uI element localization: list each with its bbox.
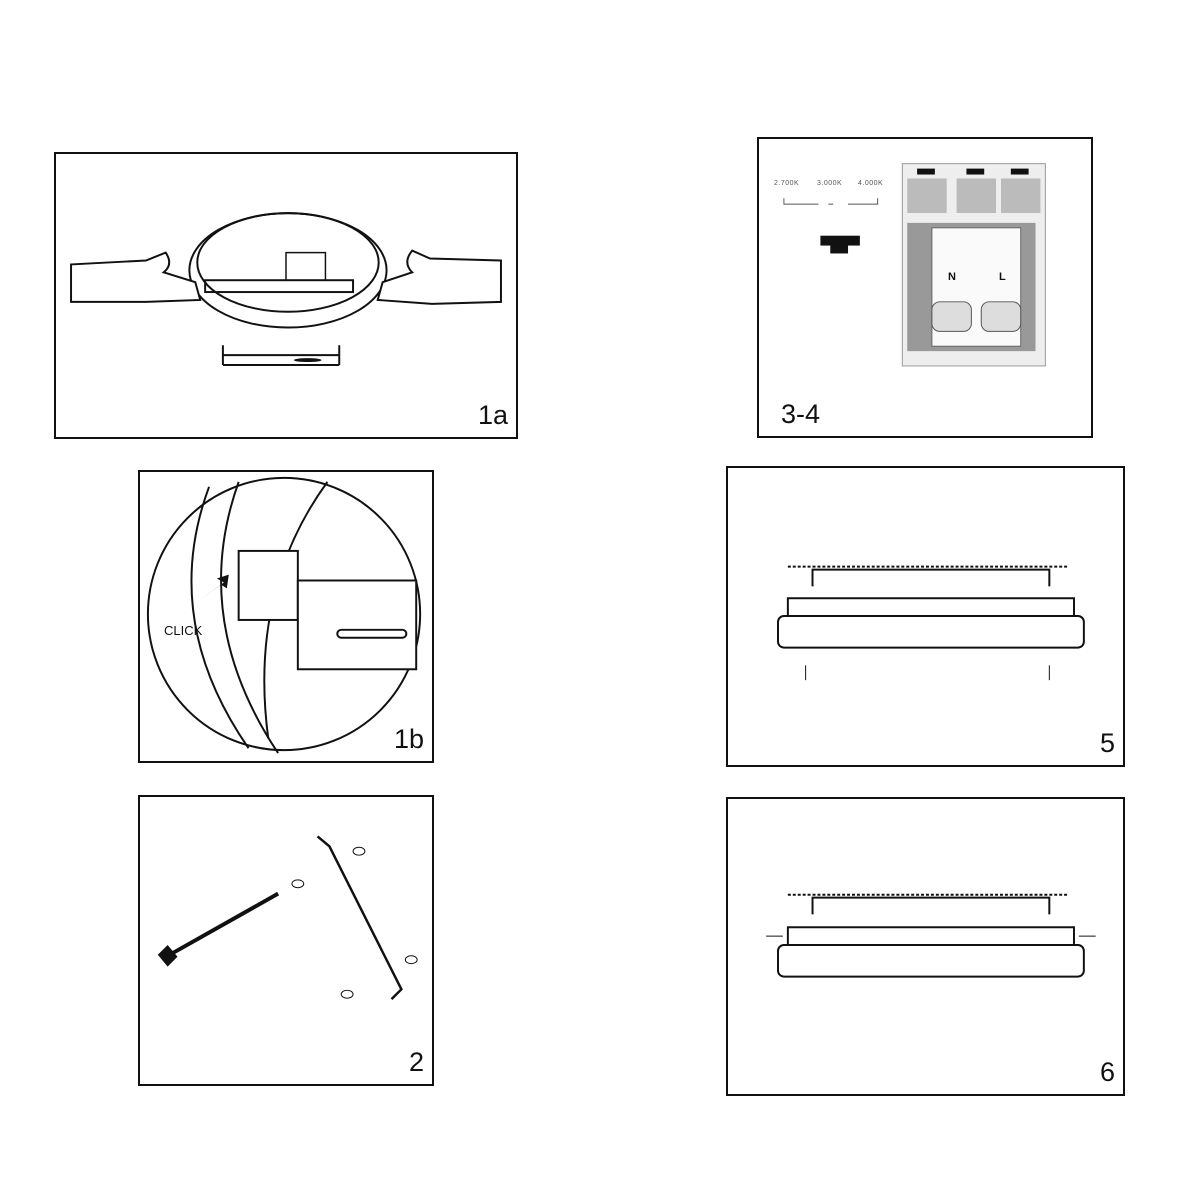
terminal-neutral: N — [948, 271, 956, 283]
remove-diffuser-illustration — [70, 212, 502, 367]
color-temp-3000: 3.000K — [817, 180, 843, 187]
step-label: 2 — [408, 1047, 424, 1077]
step-label: 3-4 — [781, 399, 821, 429]
step-label: 5 — [1099, 728, 1115, 758]
step-3-4-panel: 2.700K 3.000K 4.000K N L 3-4 — [757, 137, 1093, 438]
step-1a-panel: 1a — [54, 152, 518, 439]
click-callout: CLICK — [164, 623, 203, 638]
color-temp-4000: 4.000K — [858, 180, 884, 187]
color-temp-2700: 2.700K — [774, 180, 800, 187]
step-6-panel: 6 — [726, 797, 1125, 1096]
step-2-panel: 2 — [138, 795, 434, 1086]
screw-bracket-illustration — [157, 835, 418, 1001]
terminal-block-illustration — [783, 163, 1046, 367]
terminal-live: L — [999, 271, 1006, 283]
attach-diffuser-illustration — [766, 893, 1096, 978]
click-detail-illustration — [146, 476, 422, 754]
mount-fixture-illustration — [777, 565, 1085, 681]
step-1b-panel: CLICK 1b — [138, 470, 434, 763]
step-label: 1b — [393, 724, 424, 754]
step-label: 6 — [1099, 1057, 1115, 1087]
step-5-panel: 5 — [726, 466, 1125, 767]
step-label: 1a — [477, 400, 508, 430]
